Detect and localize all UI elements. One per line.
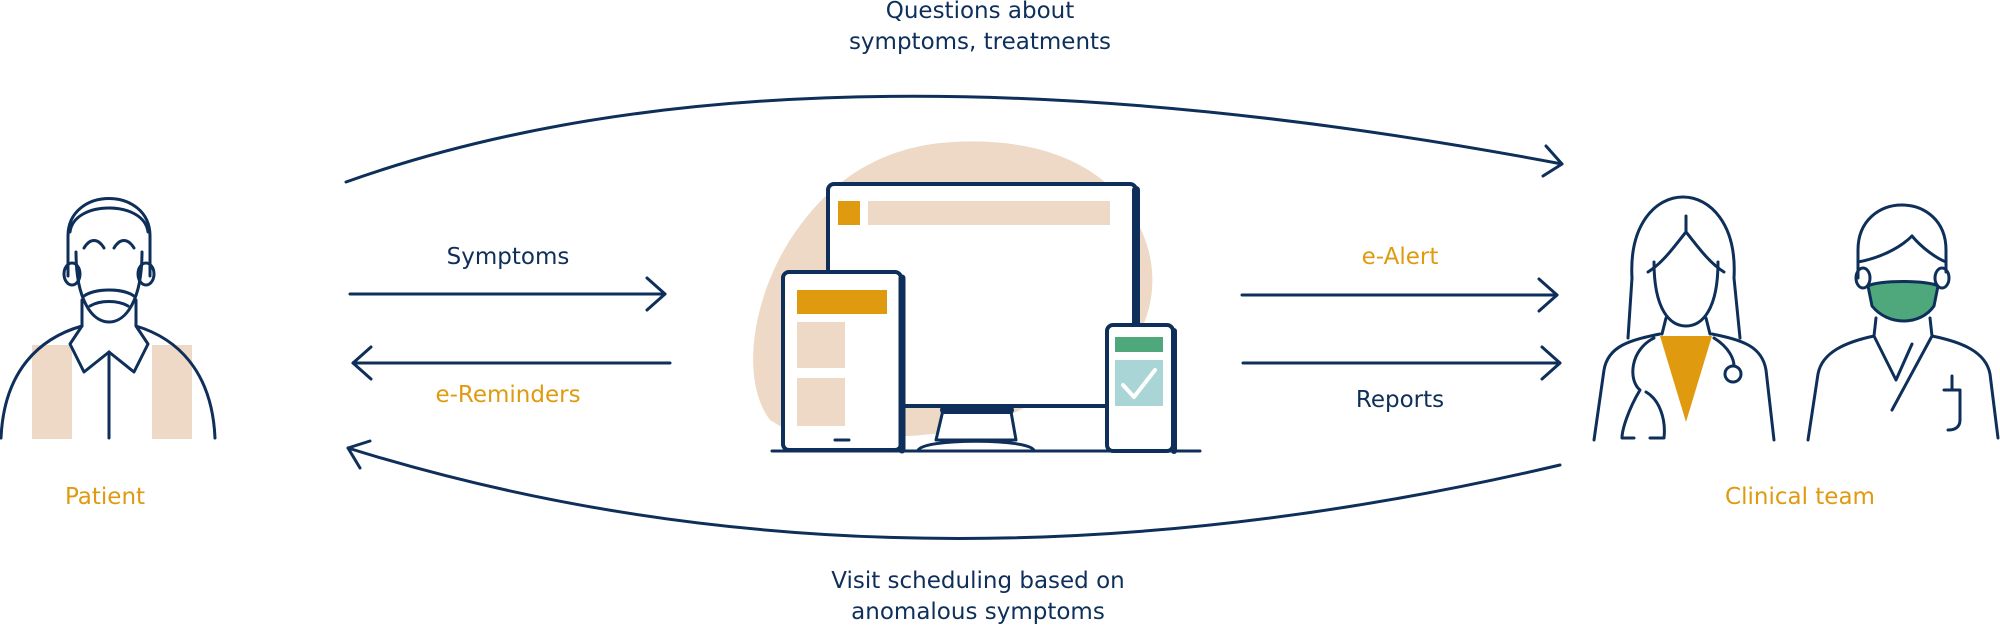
devices-icon: [753, 141, 1202, 454]
top-arrow-label: Questions about symptoms, treatments: [780, 0, 1180, 58]
bottom-arrow-label-line2: anomalous symptoms: [851, 599, 1105, 625]
symptoms-arrow: [348, 276, 667, 312]
e-reminders-label: e-Reminders: [435, 382, 581, 408]
symptoms-label: Symptoms: [446, 244, 570, 270]
bottom-arrow-label-line1: Visit scheduling based on: [831, 568, 1125, 594]
doctor-icon: [1592, 195, 1776, 442]
top-arrow-label-line1: Questions about: [885, 0, 1075, 24]
e-alert-label: e-Alert: [1361, 244, 1439, 270]
clinical-team-label: Clinical team: [1725, 484, 1875, 510]
patient-icon: [0, 197, 217, 440]
reports-label: Reports: [1355, 387, 1445, 413]
patient-label: Patient: [64, 484, 146, 510]
nurse-icon: [1806, 203, 2000, 442]
bottom-curved-arrow: [346, 439, 1562, 540]
e-reminders-arrow: [351, 345, 672, 381]
reports-arrow: [1241, 345, 1562, 381]
top-curved-arrow: [344, 94, 1564, 184]
e-alert-arrow: [1240, 277, 1559, 313]
top-arrow-label-line2: symptoms, treatments: [848, 29, 1112, 55]
bottom-arrow-label: Visit scheduling based on anomalous symp…: [778, 566, 1178, 628]
